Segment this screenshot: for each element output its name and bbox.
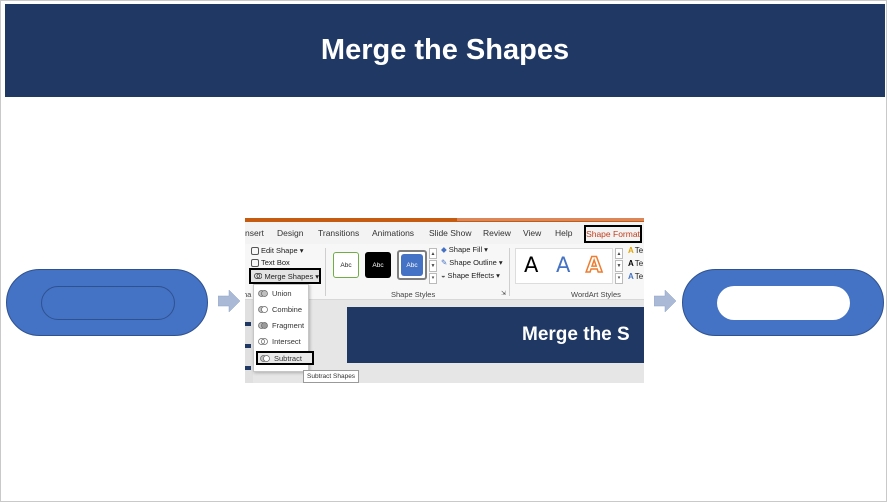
ribbon-tabs: nsert Design Transitions Animations Slid… xyxy=(245,222,644,244)
thumbnail-marker xyxy=(245,344,251,348)
more-styles-icon[interactable]: ▾ xyxy=(615,272,623,284)
scroll-up-icon[interactable]: ▲ xyxy=(429,248,437,260)
merge-shapes-button[interactable]: Merge Shapes ▾ xyxy=(249,268,321,284)
wordart-scroller: ▲ ▼ ▾ xyxy=(615,248,623,284)
wordart-styles-group-label: WordArt Styles xyxy=(571,290,621,299)
wordart-style-orange-outline[interactable]: A xyxy=(585,252,603,278)
tab-view[interactable]: View xyxy=(523,228,542,238)
wordart-gallery: A A A xyxy=(515,248,613,284)
text-fill-button[interactable]: A Te xyxy=(628,246,644,255)
shape-fill-button[interactable]: ◆ Shape Fill ▾ xyxy=(441,245,488,254)
title-accent-line xyxy=(457,218,644,221)
preview-slide[interactable]: Merge the S xyxy=(347,307,644,363)
text-box-icon xyxy=(251,258,259,267)
combine-icon xyxy=(258,305,268,313)
shape-effects-icon: ◒ xyxy=(441,271,446,280)
text-outline-icon: A xyxy=(628,259,634,268)
union-icon xyxy=(258,289,268,297)
thumbnail-marker xyxy=(245,322,251,326)
wordart-style-blue[interactable]: A xyxy=(556,253,571,277)
title-accent-line xyxy=(245,218,644,222)
text-effects-icon: A xyxy=(628,272,634,281)
menu-item-subtract[interactable]: Subtract xyxy=(256,351,314,365)
shape-outline-button[interactable]: ✎ Shape Outline ▾ xyxy=(441,258,503,267)
shape-style-blue-swatch[interactable]: Abc xyxy=(397,250,427,280)
merge-shapes-icon xyxy=(254,273,263,279)
group-divider xyxy=(509,248,510,296)
text-fill-icon: A xyxy=(628,246,634,255)
chevron-down-icon: ▾ xyxy=(315,271,319,281)
preview-slide-title: Merge the S xyxy=(522,324,630,345)
arrow-right-icon xyxy=(654,290,676,312)
group-divider xyxy=(325,248,326,296)
menu-item-fragment[interactable]: Fragment xyxy=(258,318,304,332)
cutout-hole xyxy=(717,286,850,320)
original-capsule-shape[interactable] xyxy=(6,269,208,336)
text-box-button[interactable]: Text Box xyxy=(251,258,290,267)
chevron-down-icon: ▾ xyxy=(484,245,488,254)
subtracted-capsule-shape[interactable] xyxy=(682,269,884,336)
subtract-icon xyxy=(260,354,270,362)
scroll-down-icon[interactable]: ▼ xyxy=(429,260,437,272)
intersect-icon xyxy=(258,337,268,345)
shape-style-black-swatch[interactable]: Abc xyxy=(365,252,391,278)
shape-styles-scroller: ▲ ▼ ▾ xyxy=(429,248,437,284)
thumbnail-marker xyxy=(245,366,251,370)
menu-item-intersect[interactable]: Intersect xyxy=(258,334,301,348)
tab-review[interactable]: Review xyxy=(483,228,511,238)
tab-insert[interactable]: nsert xyxy=(245,228,264,238)
scroll-up-icon[interactable]: ▲ xyxy=(615,248,623,260)
scroll-down-icon[interactable]: ▼ xyxy=(615,260,623,272)
paint-bucket-icon: ◆ xyxy=(441,245,447,254)
insert-shapes-group-label: ha xyxy=(245,290,252,299)
edit-shape-icon xyxy=(251,246,259,255)
edit-shape-button[interactable]: Edit Shape ▾ xyxy=(251,246,303,255)
pen-outline-icon: ✎ xyxy=(441,258,448,267)
chevron-down-icon: ▾ xyxy=(299,246,304,255)
menu-item-combine[interactable]: Combine xyxy=(258,302,302,316)
tab-shape-format[interactable]: Shape Format xyxy=(584,225,642,243)
shape-style-outline-swatch[interactable]: Abc xyxy=(333,252,359,278)
text-effects-button[interactable]: A Te xyxy=(628,272,644,281)
tab-design[interactable]: Design xyxy=(277,228,304,238)
slide-canvas: Merge the S xyxy=(245,300,644,383)
tab-animations[interactable]: Animations xyxy=(372,228,415,238)
dialog-launcher-icon[interactable]: ⇲ xyxy=(501,291,507,297)
menu-item-union[interactable]: Union xyxy=(258,286,292,300)
text-outline-button[interactable]: A Te xyxy=(628,259,644,268)
chevron-down-icon: ▾ xyxy=(498,258,503,267)
shape-effects-button[interactable]: ◒ Shape Effects ▾ xyxy=(441,271,500,280)
title-bar: Merge the Shapes xyxy=(5,4,885,97)
tab-help[interactable]: Help xyxy=(555,228,573,238)
inner-capsule-shape[interactable] xyxy=(41,286,175,320)
slide-title: Merge the Shapes xyxy=(320,34,570,66)
tab-transitions[interactable]: Transitions xyxy=(318,228,360,238)
chevron-down-icon: ▾ xyxy=(496,271,500,280)
wordart-style-black[interactable]: A xyxy=(524,253,539,277)
thumbnail-strip xyxy=(245,300,253,383)
ribbon-panel: Edit Shape ▾ Text Box Merge Shapes ▾ ha … xyxy=(245,244,644,300)
fragment-icon xyxy=(258,321,268,329)
subtract-tooltip: Subtract Shapes xyxy=(303,370,360,383)
merge-shapes-menu: Union Combine Fragment xyxy=(253,284,314,372)
shape-styles-group-label: Shape Styles xyxy=(391,290,436,299)
ribbon-screenshot: nsert Design Transitions Animations Slid… xyxy=(245,218,644,383)
tab-slide-show[interactable]: Slide Show xyxy=(429,228,472,238)
arrow-right-icon xyxy=(218,290,240,312)
more-styles-icon[interactable]: ▾ xyxy=(429,272,437,284)
